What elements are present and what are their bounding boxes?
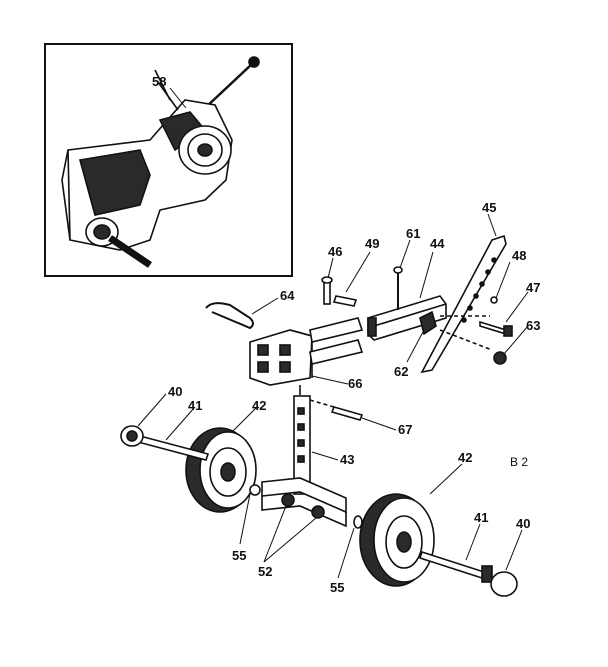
callout-64: 64 (280, 288, 295, 303)
callout-41-right: 41 (474, 510, 488, 525)
pins (321, 276, 358, 307)
callout-44: 44 (430, 236, 445, 251)
tube-44 (367, 266, 447, 341)
callout-42-left: 42 (252, 398, 266, 413)
depth-bar (420, 234, 507, 374)
callout-42-right: 42 (458, 450, 472, 465)
callout-55-left: 55 (232, 548, 246, 563)
left-wheel (185, 427, 261, 513)
inset-box (44, 43, 293, 277)
leader-lines (137, 87, 529, 579)
callout-58: 58 (152, 74, 166, 89)
callout-67: 67 (398, 422, 412, 437)
callout-48: 48 (512, 248, 526, 263)
fasteners-right (479, 296, 513, 365)
callout-40-right: 40 (516, 516, 530, 531)
right-wheel (353, 493, 435, 587)
callout-55-right: 55 (330, 580, 344, 595)
callout-49: 49 (365, 236, 379, 251)
wheel-support (261, 395, 347, 528)
callout-63: 63 (526, 318, 540, 333)
sheet-code: B 2 (510, 455, 528, 469)
engine-assembly (61, 56, 260, 268)
callout-61: 61 (406, 226, 420, 241)
left-axle-bolt (120, 425, 210, 461)
pin-67 (309, 399, 364, 421)
callout-40-left: 40 (168, 384, 182, 399)
callout-45: 45 (482, 200, 496, 215)
callout-47: 47 (526, 280, 540, 295)
callout-43: 43 (340, 452, 354, 467)
callout-41-left: 41 (188, 398, 202, 413)
callout-52: 52 (258, 564, 272, 579)
callout-62: 62 (394, 364, 408, 379)
right-axle-bolt (418, 550, 518, 597)
hairpin-clip (205, 302, 254, 330)
callout-66: 66 (348, 376, 362, 391)
callout-46: 46 (328, 244, 342, 259)
hitch-bracket (249, 317, 364, 395)
